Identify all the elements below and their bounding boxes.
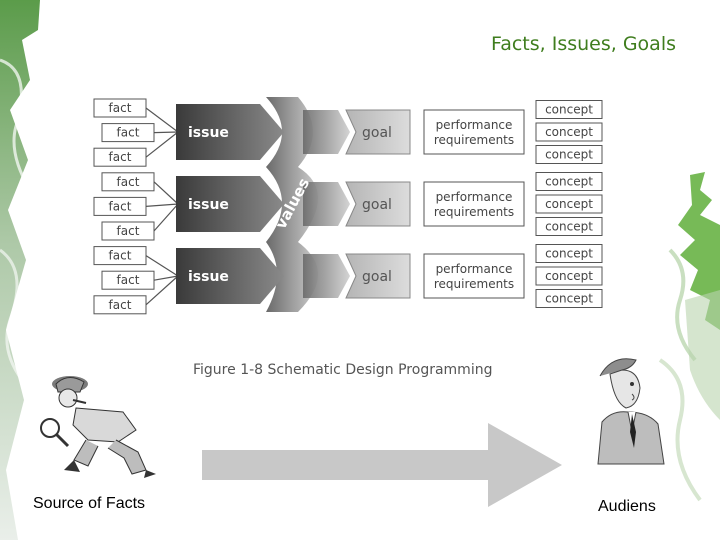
performance-requirements-box <box>423 181 525 227</box>
concept-box: concept <box>535 194 603 214</box>
fact-box: fact <box>93 147 147 167</box>
left-foliage-decoration <box>0 0 40 540</box>
audience-man-clipart-icon <box>597 358 665 465</box>
concept-box: concept <box>535 217 603 236</box>
performance-label: performance <box>436 190 513 204</box>
requirements-label: requirements <box>434 277 514 291</box>
concept-label: concept <box>545 125 593 139</box>
concept-label: concept <box>545 197 593 211</box>
goal-box <box>345 181 411 227</box>
concept-box: concept <box>535 122 603 142</box>
fact-box: fact <box>101 270 155 290</box>
issue-label: issue <box>188 269 229 285</box>
concept-label: concept <box>545 247 593 261</box>
right-foliage-decoration <box>658 172 720 502</box>
concept-label: concept <box>545 269 593 283</box>
fact-label: fact <box>117 126 140 140</box>
goal-box <box>345 253 411 299</box>
source-of-facts-caption: Source of Facts <box>33 495 146 512</box>
concept-label: concept <box>545 148 593 162</box>
goal-label: goal <box>362 125 392 141</box>
concept-label: concept <box>545 175 593 189</box>
goal-label: goal <box>362 269 392 285</box>
issue-label: issue <box>188 125 229 141</box>
fact-label: fact <box>109 101 132 115</box>
concept-label: concept <box>545 220 593 234</box>
detective-clipart-icon <box>40 376 156 478</box>
audiens-caption: Audiens <box>598 498 656 515</box>
fact-label: fact <box>117 273 140 287</box>
fact-box: fact <box>93 295 147 315</box>
figure-caption: Figure 1-8 Schematic Design Programming <box>193 362 493 378</box>
requirements-label: requirements <box>434 205 514 219</box>
fact-box: fact <box>101 123 155 143</box>
fact-label: fact <box>109 199 132 213</box>
issue-arrow <box>176 248 284 304</box>
issue-label: issue <box>188 197 229 213</box>
fact-label: fact <box>117 224 140 238</box>
concept-label: concept <box>545 103 593 117</box>
fact-box: fact <box>101 172 155 192</box>
fact-label: fact <box>109 150 132 164</box>
issue-arrow <box>176 176 284 232</box>
fact-box: fact <box>93 98 147 118</box>
fact-connectors <box>145 107 179 306</box>
performance-label: performance <box>436 118 513 132</box>
flow-arrow <box>202 423 562 507</box>
concept-box: concept <box>535 145 603 164</box>
fact-box: fact <box>93 246 147 266</box>
performance-requirements-box <box>423 253 525 299</box>
performance-label: performance <box>436 262 513 276</box>
fact-box: fact <box>101 221 155 241</box>
fact-box: fact <box>93 196 147 216</box>
concept-box: concept <box>535 289 603 308</box>
fact-label: fact <box>109 298 132 312</box>
fact-label: fact <box>109 249 132 263</box>
concept-label: concept <box>545 292 593 306</box>
concept-box: concept <box>535 244 603 263</box>
concept-box: concept <box>535 172 603 191</box>
issue-arrow <box>176 104 284 160</box>
slide-title: Facts, Issues, Goals <box>491 33 676 55</box>
goal-box <box>345 109 411 155</box>
goal-label: goal <box>362 197 392 213</box>
fact-label: fact <box>117 175 140 189</box>
requirements-label: requirements <box>434 133 514 147</box>
performance-requirements-box <box>423 109 525 155</box>
concept-box: concept <box>535 100 603 119</box>
concept-box: concept <box>535 266 603 286</box>
